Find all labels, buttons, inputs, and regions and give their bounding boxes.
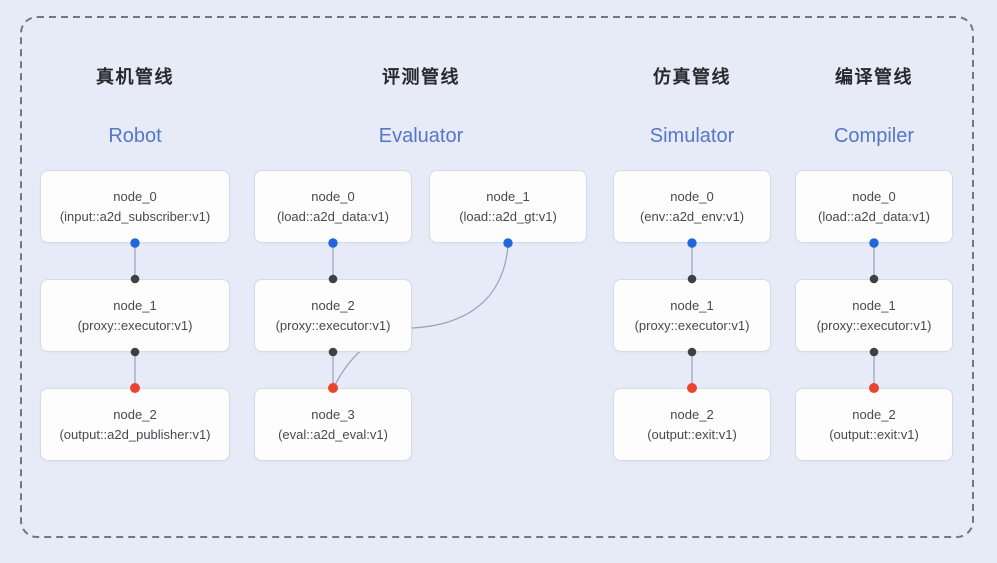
node-card-evaluator-node_3: node_3(eval::a2d_eval:v1)	[254, 388, 412, 461]
node-card-simulator-node_2: node_2(output::exit:v1)	[613, 388, 771, 461]
pipeline-title-en-evaluator: Evaluator	[378, 125, 464, 147]
node-card-evaluator-node_2: node_2(proxy::executor:v1)	[254, 279, 412, 352]
node-card-evaluator-node_0: node_0(load::a2d_data:v1)	[254, 170, 412, 243]
node-type-label: (eval::a2d_eval:v1)	[278, 426, 388, 442]
node-card-robot-node_1: node_1(proxy::executor:v1)	[40, 279, 230, 352]
node-type-label: (input::a2d_subscriber:v1)	[59, 208, 211, 224]
node-type-label: (load::a2d_data:v1)	[817, 208, 931, 224]
node-type-label: (proxy::executor:v1)	[77, 317, 193, 333]
node-type-label: (load::a2d_data:v1)	[276, 208, 390, 224]
node-name-label: node_2	[852, 406, 896, 422]
node-card-robot-node_2: node_2(output::a2d_publisher:v1)	[40, 388, 230, 461]
pipeline-title-en-robot: Robot	[108, 125, 162, 147]
dashed-frame	[20, 16, 974, 538]
node-card-evaluator-node_1: node_1(load::a2d_gt:v1)	[429, 170, 587, 243]
pipeline-title-en-simulator: Simulator	[649, 125, 735, 147]
node-type-label: (load::a2d_gt:v1)	[459, 208, 557, 224]
pipeline-title-en-compiler: Compiler	[833, 125, 915, 147]
node-type-label: (proxy::executor:v1)	[816, 317, 932, 333]
node-name-label: node_2	[311, 297, 355, 313]
node-type-label: (env::a2d_env:v1)	[639, 208, 745, 224]
node-name-label: node_0	[852, 188, 896, 204]
node-name-label: node_0	[113, 188, 157, 204]
pipeline-title-zh-compiler: 编译管线	[835, 67, 913, 87]
node-name-label: node_1	[486, 188, 530, 204]
pipeline-title-zh-evaluator: 评测管线	[382, 67, 460, 87]
node-name-label: node_0	[311, 188, 355, 204]
node-name-label: node_3	[311, 406, 355, 422]
node-name-label: node_1	[670, 297, 714, 313]
node-card-compiler-node_2: node_2(output::exit:v1)	[795, 388, 953, 461]
node-name-label: node_1	[852, 297, 896, 313]
node-name-label: node_1	[113, 297, 157, 313]
edge-evaluator-e2	[334, 245, 509, 386]
node-card-compiler-node_1: node_1(proxy::executor:v1)	[795, 279, 953, 352]
node-card-simulator-node_0: node_0(env::a2d_env:v1)	[613, 170, 771, 243]
node-name-label: node_2	[670, 406, 714, 422]
node-type-label: (output::exit:v1)	[829, 426, 919, 442]
node-type-label: (output::exit:v1)	[647, 426, 737, 442]
node-card-simulator-node_1: node_1(proxy::executor:v1)	[613, 279, 771, 352]
node-name-label: node_0	[670, 188, 714, 204]
node-card-robot-node_0: node_0(input::a2d_subscriber:v1)	[40, 170, 230, 243]
node-name-label: node_2	[113, 406, 157, 422]
node-type-label: (proxy::executor:v1)	[275, 317, 391, 333]
pipeline-title-zh-robot: 真机管线	[96, 67, 174, 87]
node-card-compiler-node_0: node_0(load::a2d_data:v1)	[795, 170, 953, 243]
node-type-label: (proxy::executor:v1)	[634, 317, 750, 333]
node-type-label: (output::a2d_publisher:v1)	[59, 426, 211, 442]
pipeline-title-zh-simulator: 仿真管线	[653, 67, 731, 87]
